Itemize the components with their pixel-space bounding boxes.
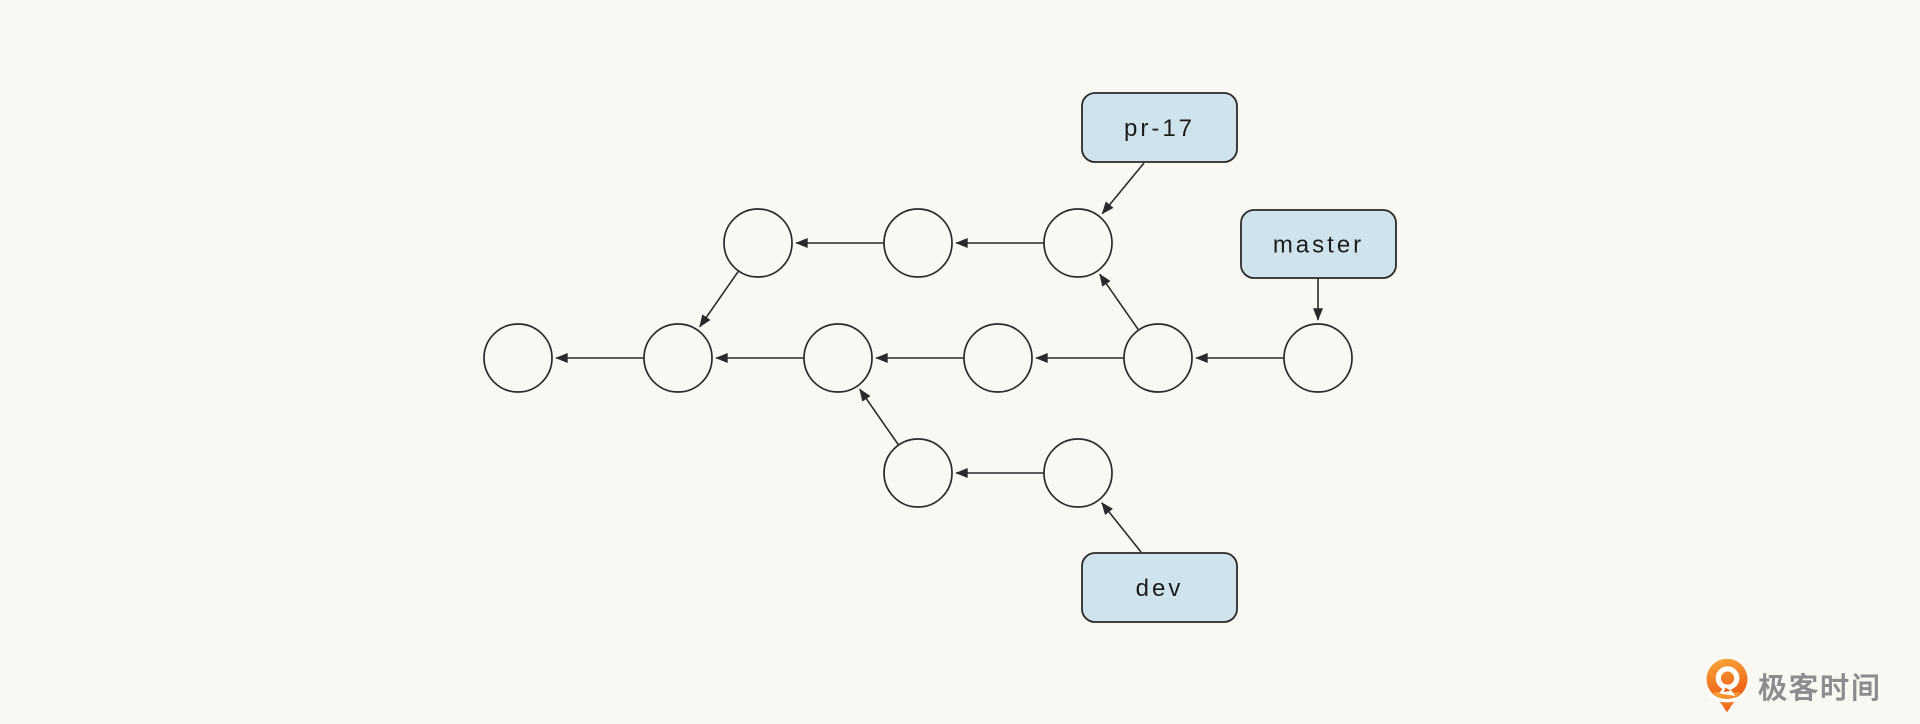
commit-node [1043, 438, 1113, 508]
branch-label-box [1240, 209, 1397, 279]
geektime-logo-text: 极客时间 [1758, 671, 1883, 705]
commit-node [643, 323, 713, 393]
commit-node [1043, 208, 1113, 278]
branch-label-dev: dev [1081, 552, 1238, 623]
commit-node [723, 208, 793, 278]
branch-label-master: master [1240, 209, 1397, 279]
commit-node [483, 323, 553, 393]
branch-label-text: pr-17 [1124, 115, 1195, 142]
commit-node [963, 323, 1033, 393]
branch-label-box [1081, 92, 1238, 163]
commit-edge-arrow [1101, 502, 1142, 553]
commit-edge-arrow [1099, 273, 1140, 331]
commit-node [1283, 323, 1353, 393]
commit-node [883, 208, 953, 278]
branch-label-pr-17: pr-17 [1081, 92, 1238, 163]
geektime-logo-icon [1706, 658, 1748, 713]
branch-label-box [1081, 552, 1238, 623]
commit-edge-arrow [859, 388, 900, 446]
commit-node [883, 438, 953, 508]
commit-node [1123, 323, 1193, 393]
branch-label-text: master [1273, 232, 1364, 259]
branch-label-text: dev [1136, 575, 1184, 602]
commit-edge-arrow [1101, 162, 1145, 215]
commit-node [803, 323, 873, 393]
commit-edge-arrow [699, 270, 740, 328]
geektime-logo: 极客时间 [1706, 656, 1882, 716]
